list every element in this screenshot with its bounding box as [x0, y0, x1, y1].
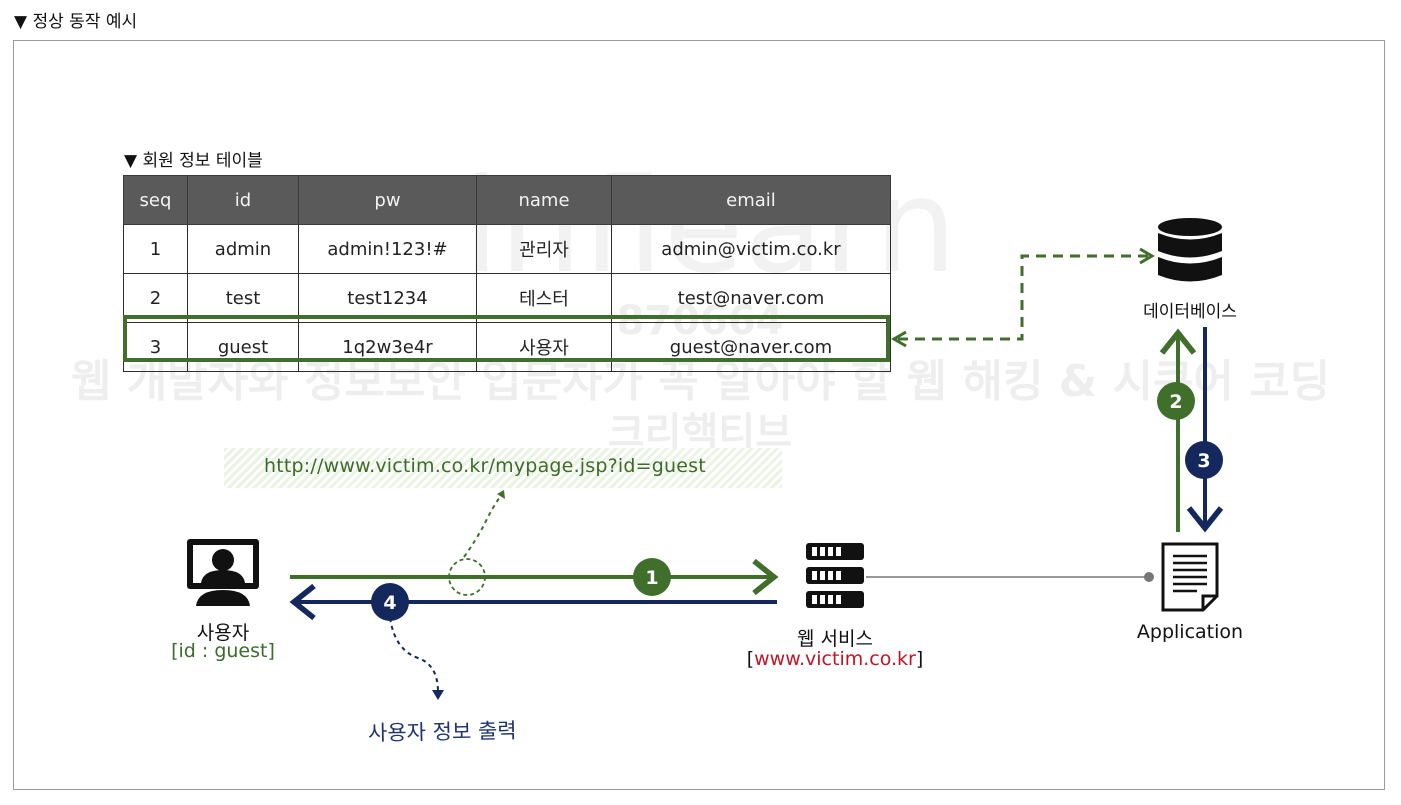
web-service-label: 웹 서비스	[797, 628, 873, 650]
table-row: 2 test test1234 테스터 test@naver.com	[123, 273, 891, 323]
svg-text:2: 2	[1169, 391, 1182, 413]
column-header: seq	[123, 175, 188, 225]
application-label: Application	[1136, 621, 1244, 643]
request-url: http://www.victim.co.kr/mypage.jsp?id=gu…	[264, 455, 706, 477]
database-icon	[1158, 218, 1222, 282]
web-service-domain: [www.victim.co.kr]	[720, 648, 950, 670]
table-cell: guest@naver.com	[611, 322, 891, 372]
diagram-frame	[13, 40, 1385, 790]
svg-text:1: 1	[645, 567, 658, 589]
table-cell: admin	[187, 224, 299, 274]
step-4-badge: 4	[371, 583, 409, 621]
step-2-badge: 2	[1157, 382, 1195, 420]
table-row-highlighted: 3 guest 1q2w3e4r 사용자 guest@naver.com	[123, 322, 891, 372]
column-header: email	[611, 175, 891, 225]
column-header: name	[476, 175, 612, 225]
domain-close-bracket: ]	[915, 648, 924, 670]
table-cell: 2	[123, 273, 188, 323]
user-label: 사용자	[196, 622, 250, 644]
output-note: 사용자 정보 출력	[367, 718, 517, 746]
table-caption: ▼ 회원 정보 테이블	[124, 151, 263, 171]
table-row: 1 admin admin!123!# 관리자 admin@victim.co.…	[123, 224, 891, 274]
table-cell: 사용자	[476, 322, 612, 372]
domain-text: www.victim.co.kr	[754, 648, 916, 670]
table-header-row: seq id pw name email	[123, 175, 891, 225]
parameter-magnifier-circle	[448, 558, 486, 596]
user-computer-icon	[187, 539, 259, 606]
application-document-icon	[1161, 542, 1219, 612]
database-label: 데이터베이스	[1143, 302, 1237, 322]
output-callout-curve	[389, 617, 439, 693]
table-cell: 1	[123, 224, 188, 274]
table-cell: test@naver.com	[611, 273, 891, 323]
svg-text:4: 4	[383, 592, 396, 614]
domain-open-bracket: [	[746, 648, 755, 670]
db-row-link	[898, 254, 1148, 341]
web-server-icon	[806, 543, 864, 608]
table-cell: test	[187, 273, 299, 323]
url-callout-curve	[463, 493, 503, 558]
url-callout-arrowhead	[497, 490, 505, 499]
table-cell: guest	[187, 322, 299, 372]
step-1-badge: 1	[633, 558, 671, 596]
section-title: ▼ 정상 동작 예시	[14, 12, 138, 32]
url-highlight-band	[224, 448, 782, 488]
row-link-arrowhead	[891, 330, 907, 348]
table-cell: 테스터	[476, 273, 612, 323]
table-cell: 1q2w3e4r	[298, 322, 477, 372]
member-info-table: seq id pw name email 1 admin admin!123!#…	[123, 175, 891, 372]
user-id-label: [id : guest]	[171, 640, 275, 662]
column-header: pw	[298, 175, 477, 225]
output-callout-arrowhead	[432, 690, 444, 700]
table-cell: 관리자	[476, 224, 612, 274]
column-header: id	[187, 175, 299, 225]
highlighted-row-outline	[123, 315, 890, 362]
db-link-arrowhead	[1139, 247, 1155, 265]
table-cell: test1234	[298, 273, 477, 323]
step-3-badge: 3	[1185, 441, 1223, 479]
table-cell: admin!123!#	[298, 224, 477, 274]
table-cell: admin@victim.co.kr	[611, 224, 891, 274]
svg-text:3: 3	[1197, 450, 1210, 472]
connector-dot	[1144, 572, 1154, 582]
